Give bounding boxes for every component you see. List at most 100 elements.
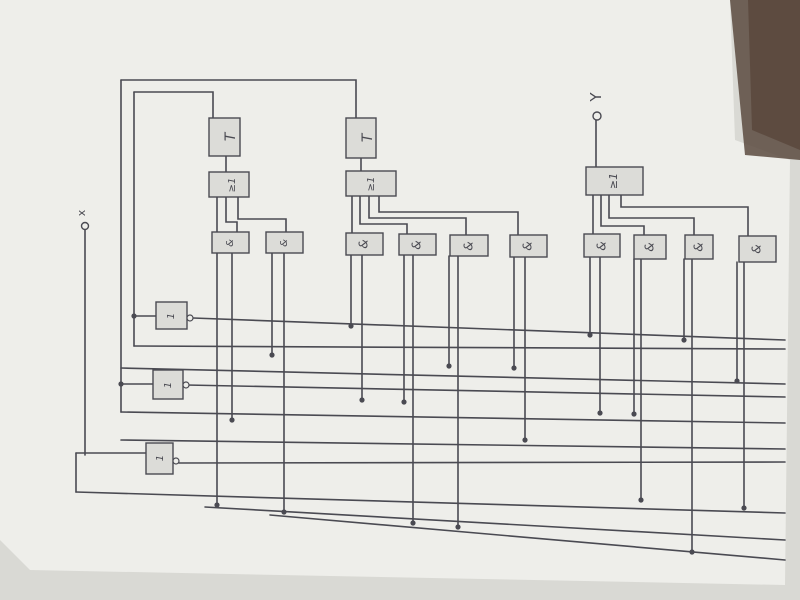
and-gate-2-box [265,231,304,254]
and-gate-6: & [509,234,548,258]
or-gate-1-box [208,171,250,198]
or-gate-2: ≥1 [345,170,397,197]
junction-dot-17 [631,411,637,417]
junction-dot-15 [587,332,593,338]
inverter-1-bubble [186,314,194,322]
inverter-3-box [145,442,174,475]
flipflop-2-label: T [360,132,376,142]
inverter-2-label: 1 [163,382,174,388]
wire-15 [600,194,645,236]
wire-9 [237,196,287,233]
wire-25 [192,317,786,341]
and-gate-3-box [345,232,384,256]
inverter-2-bubble [182,381,190,389]
junction-dot-13 [511,365,517,371]
flipflop-1: T [208,117,241,157]
and-gate-4-label: & [410,240,424,249]
inverter-1: 1 [155,301,194,330]
output-y-circle [592,111,602,121]
wire-11 [359,195,408,235]
and-gate-5-box [449,234,489,257]
and-gate-7-label: & [595,241,609,250]
and-gate-3-label: & [357,239,371,248]
and-gate-7: & [583,233,621,258]
or-gate-3-label: ≥1 [607,173,620,189]
flipflop-1-label: T [223,131,239,141]
junction-dot-12 [455,524,461,530]
junction-dot-21 [734,378,740,384]
and-gate-9: & [684,234,714,260]
and-gate-2: & [265,231,304,254]
and-gate-8: & [633,234,667,260]
junction-dot-5 [269,352,275,358]
wire-31 [120,439,786,450]
and-gate-8-box [633,234,667,260]
inverter-1-label: 1 [166,313,177,319]
output-y-label: Y [587,92,605,103]
paper-shadow [730,0,800,160]
paper-sheet [0,0,790,585]
or-gate-2-label: ≥1 [366,177,377,192]
input-x-terminal: x [75,209,90,231]
junction-dot-20 [689,549,695,555]
and-gate-7-box [583,233,621,258]
junction-dot-4 [229,417,235,423]
wire-16 [608,194,695,236]
junction-dot-14 [522,437,528,443]
junction-dot-9 [401,399,407,405]
wire-1 [120,79,357,119]
junction-dots [118,313,747,555]
and-gate-1-label: & [225,239,236,247]
and-gate-1-box [211,231,250,254]
wires [75,79,786,561]
and-gate-5-label: & [462,241,476,250]
and-gate-10-box [738,235,777,263]
inverter-3-bubble [172,457,180,465]
junction-dot-6 [281,509,287,515]
junction-dot-19 [681,337,687,343]
wire-27 [185,384,786,398]
flipflop-1-box [208,117,241,157]
inverter-1-box [155,301,188,330]
and-gate-10: & [738,235,777,263]
junction-dot-8 [359,397,365,403]
junction-dot-1 [131,313,137,319]
output-y-terminal: Y [587,92,605,121]
junction-dot-22 [741,505,747,511]
and-gate-9-label: & [692,242,706,251]
and-gate-3: & [345,232,384,256]
junction-dot-7 [348,323,354,329]
wire-12 [368,195,467,236]
wire-24 [133,345,786,350]
and-gate-1: & [211,231,250,254]
junction-dot-10 [410,520,416,526]
wire-29 [75,491,786,514]
or-gate-3-box [585,166,644,196]
or-gate-1-label: ≥1 [227,178,238,193]
inverter-2: 1 [152,369,190,400]
and-gate-6-box [509,234,548,258]
junction-dot-2 [118,381,124,387]
wire-17 [620,194,749,237]
wire-28 [178,461,786,464]
or-gate-3: ≥1 [585,166,644,196]
flipflop-2: T [345,117,377,159]
or-gate-2-box [345,170,397,197]
and-gate-10-label: & [750,244,764,253]
input-x-circle [80,221,90,231]
and-gate-8-label: & [643,242,657,251]
input-x-label: x [75,209,88,216]
junction-dot-3 [214,502,220,508]
flipflop-2-box [345,117,377,159]
junction-dot-16 [597,410,603,416]
wire-3 [133,91,214,119]
junction-dot-11 [446,363,452,369]
and-gate-4: & [398,233,437,256]
or-gate-1: ≥1 [208,171,250,198]
and-gate-4-box [398,233,437,256]
and-gate-6-label: & [521,241,535,250]
and-gate-5: & [449,234,489,257]
and-gate-9-box [684,234,714,260]
inverter-3: 1 [145,442,180,475]
